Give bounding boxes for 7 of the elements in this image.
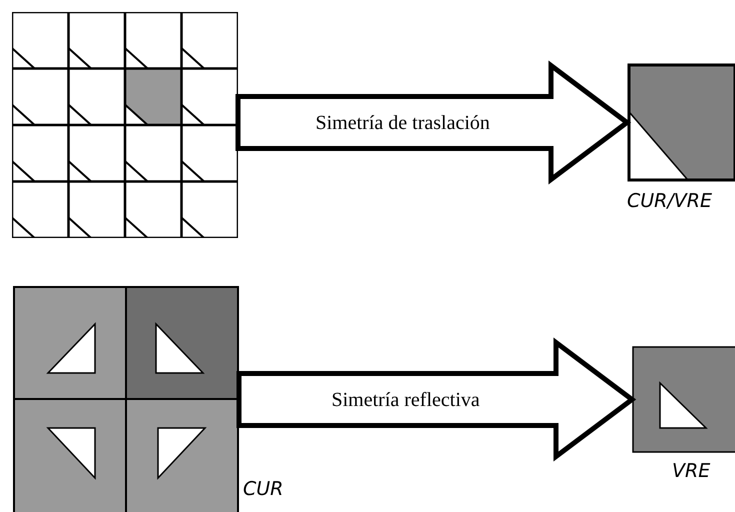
caption-label: CUR/VRE: [627, 192, 712, 211]
caption-label: CUR: [243, 480, 284, 499]
edge-label: Simetría reflectiva: [332, 390, 480, 410]
caption-label: VRE: [672, 462, 710, 481]
edge-label: Simetría de traslación: [316, 112, 490, 132]
block-arrow: [236, 60, 632, 184]
block-arrow: [236, 338, 636, 462]
